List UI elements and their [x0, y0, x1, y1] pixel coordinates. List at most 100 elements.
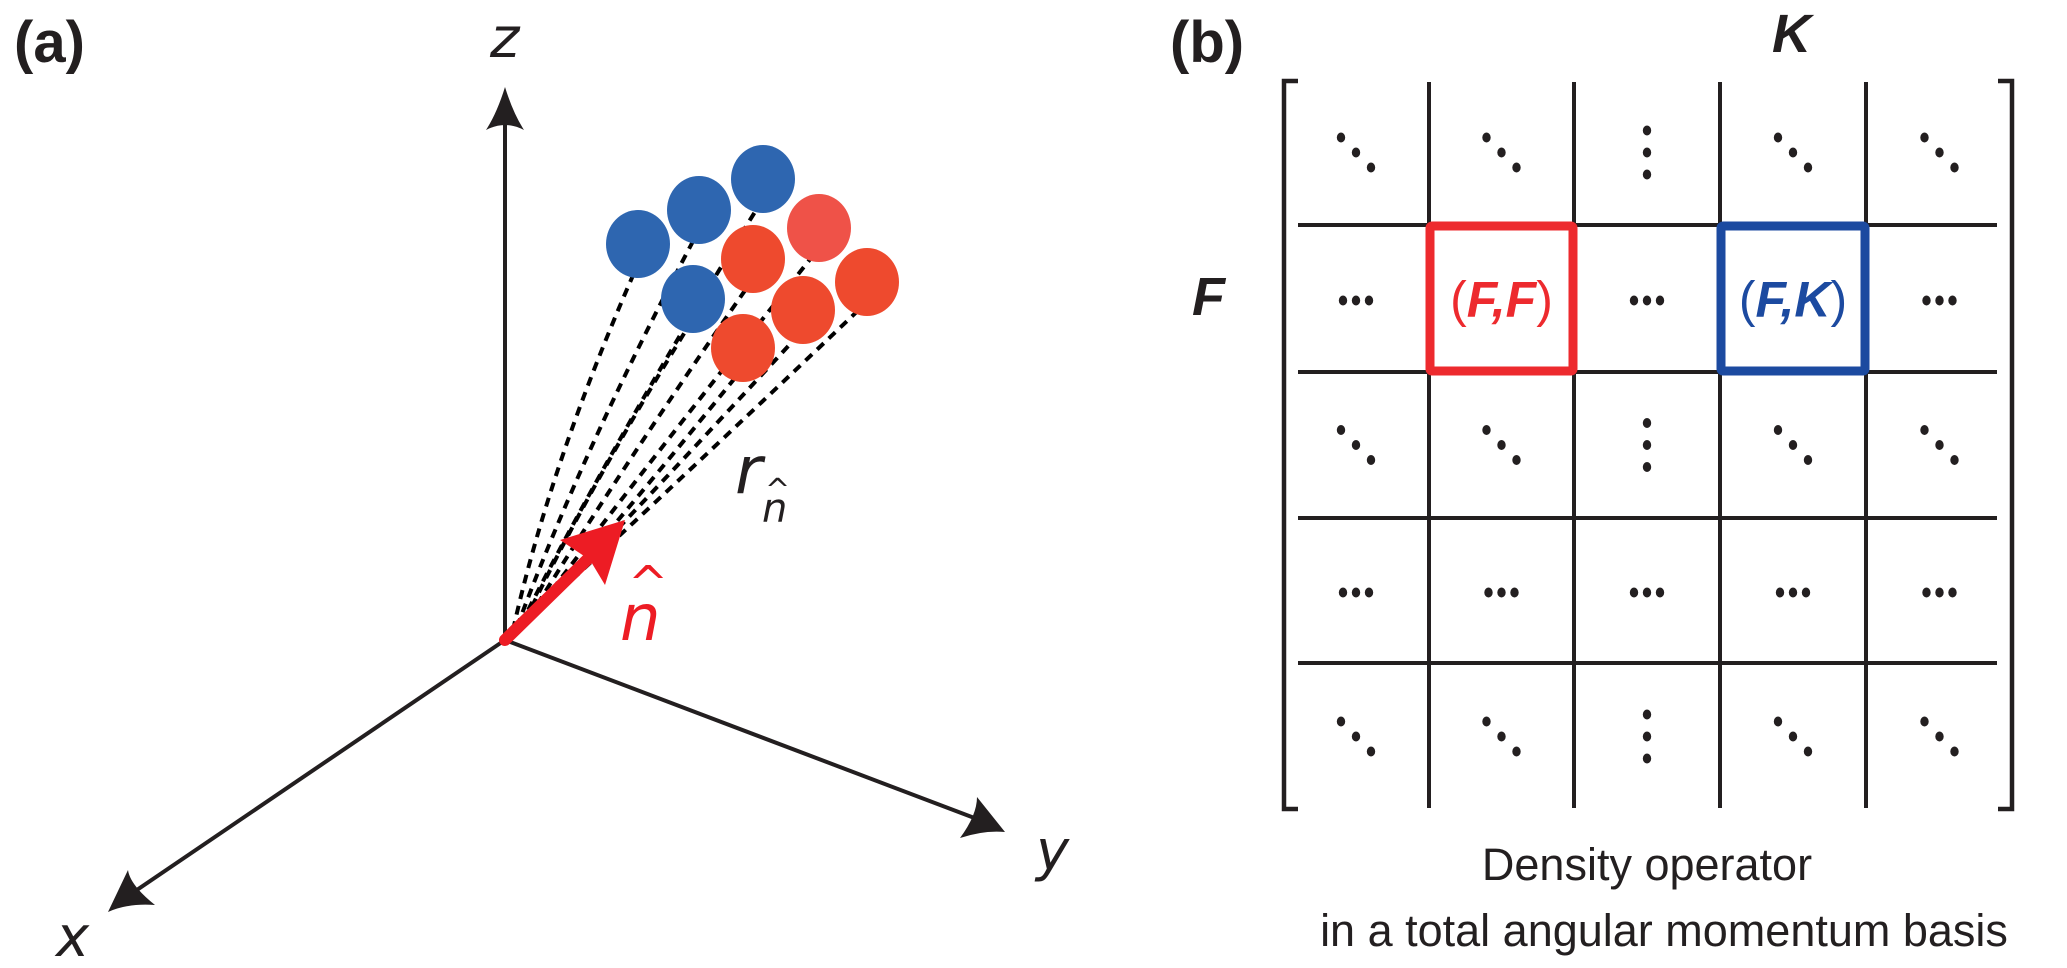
dot: [1642, 418, 1652, 428]
matrix-cell-fk: (F,K): [1716, 221, 1870, 376]
matrix-cell-ddots: [1482, 716, 1521, 757]
panel-a: (a) z x y n ^ r n ^: [14, 6, 1070, 968]
matrix-cell-ddots: [1920, 132, 1959, 173]
matrix-cell-vdots: [1642, 418, 1652, 472]
matrix-cells: (F,F) (F,K): [1336, 125, 1959, 764]
r-subscript-hat: ^: [765, 473, 790, 508]
dot: [1920, 716, 1929, 727]
panel-b: (b) K F (F,F)(F,K) Density operator in a…: [1170, 4, 2015, 956]
matrix-cell-vdots: [1642, 125, 1652, 180]
dot: [1935, 295, 1944, 306]
n-hat-vector-shaft: [499, 546, 601, 646]
dot: [1351, 440, 1361, 450]
matrix-cell-hdots: [1484, 587, 1519, 598]
matrix-cell-ff: (F,F): [1425, 221, 1578, 376]
panel-b-label: (b): [1170, 10, 1244, 75]
dot: [1642, 709, 1652, 720]
y-axis: [504, 638, 986, 824]
dot: [1948, 587, 1957, 598]
dot: [1922, 295, 1931, 306]
dot: [1922, 587, 1931, 598]
dot: [1484, 587, 1493, 598]
dot: [1642, 587, 1652, 598]
dot: [1366, 455, 1376, 465]
dot: [1364, 295, 1374, 306]
n-hat-arrowhead-icon: [560, 520, 625, 585]
matrix-cell-ddots: [1482, 132, 1521, 173]
matrix-cell-hdots: [1629, 295, 1665, 306]
particle-blue: [606, 210, 670, 278]
coordinate-axes: [108, 87, 1005, 912]
dot: [1773, 425, 1783, 435]
matrix-cell-hdots: [1922, 295, 1957, 306]
right-bracket: [1998, 78, 2015, 812]
dot: [1773, 716, 1783, 727]
dot: [1351, 731, 1361, 742]
dot: [1935, 587, 1944, 598]
panel-a-label: (a): [14, 10, 85, 75]
x-axis-arrowhead-icon: [108, 870, 155, 912]
dot: [1948, 295, 1957, 306]
particle-red: [721, 225, 785, 293]
matrix-cell-vdots: [1642, 709, 1652, 764]
dot: [1950, 455, 1959, 465]
dot: [1935, 440, 1944, 450]
particle-red: [711, 314, 775, 382]
left-bracket: [1281, 78, 1298, 812]
particle-cluster: [606, 145, 899, 382]
dot: [1655, 295, 1665, 306]
dot: [1642, 440, 1652, 450]
dot: [1351, 587, 1361, 598]
matrix-cell-ddots: [1773, 132, 1813, 173]
dot: [1642, 169, 1652, 180]
particle-red: [787, 194, 851, 262]
dot: [1655, 587, 1665, 598]
dot: [1366, 162, 1376, 173]
dot: [1803, 162, 1813, 173]
dot: [1351, 295, 1361, 306]
dot: [1629, 295, 1639, 306]
matrix-cell-hdots: [1922, 587, 1957, 598]
dot: [1642, 731, 1652, 742]
dot: [1512, 746, 1521, 757]
dot: [1512, 455, 1521, 465]
dot: [1803, 746, 1813, 757]
dot: [1642, 147, 1652, 158]
matrix-cell-hdots: [1338, 295, 1374, 306]
dot: [1338, 587, 1348, 598]
cell-label-fk: (F,K): [1739, 272, 1847, 328]
matrix-cell-hdots: [1338, 587, 1374, 598]
dot: [1482, 132, 1491, 143]
matrix-cell-hdots: [1629, 587, 1665, 598]
particle-red: [835, 248, 899, 316]
dot: [1788, 440, 1798, 450]
n-hat-vector: [499, 520, 625, 646]
dot: [1497, 587, 1506, 598]
dot: [1773, 132, 1783, 143]
matrix-cell-ddots: [1482, 425, 1521, 465]
matrix-grid-lines: [1298, 82, 1997, 808]
matrix-cell-ddots: [1920, 716, 1959, 757]
dot: [1642, 295, 1652, 306]
matrix-cell-hdots: [1775, 587, 1811, 598]
dot: [1497, 731, 1506, 742]
x-axis-label: x: [54, 905, 90, 968]
z-axis-label: z: [489, 6, 521, 71]
column-index-label: K: [1772, 4, 1815, 64]
dashed-sight-line: [535, 300, 869, 614]
dot: [1920, 425, 1929, 435]
dot: [1801, 587, 1811, 598]
dot: [1497, 147, 1506, 158]
dot: [1629, 587, 1639, 598]
n-hat-label: n: [620, 582, 661, 656]
dot: [1336, 425, 1346, 435]
dot: [1950, 746, 1959, 757]
highlight-box-fk: [1716, 221, 1870, 376]
matrix-cell-ddots: [1773, 716, 1813, 757]
dot: [1642, 125, 1652, 136]
highlight-box-ff: [1425, 221, 1578, 376]
n-hat-hat: ^: [628, 556, 668, 612]
dot: [1366, 746, 1376, 757]
dot: [1364, 587, 1374, 598]
dot: [1788, 731, 1798, 742]
